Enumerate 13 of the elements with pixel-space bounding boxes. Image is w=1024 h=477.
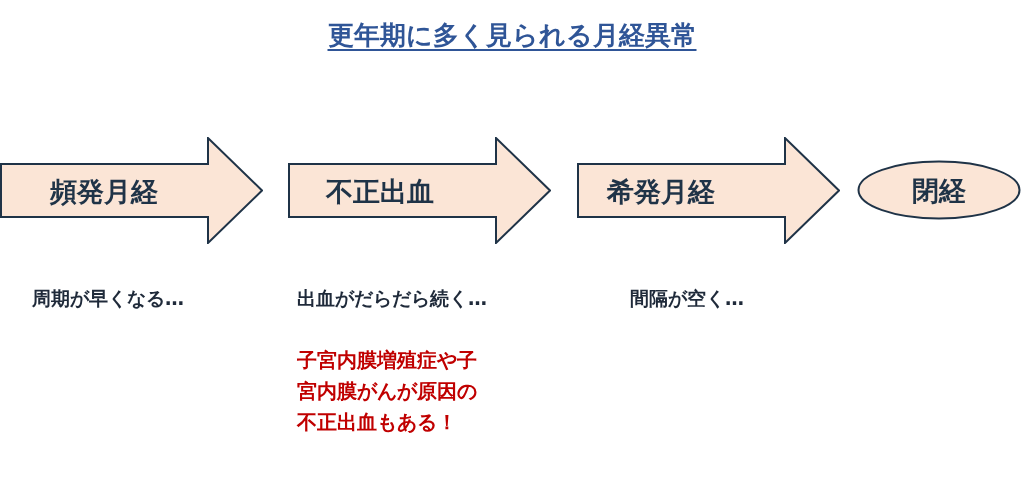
description-text: 間隔が空く… <box>630 286 744 311</box>
node-label: 閉経 <box>911 174 967 208</box>
node-label: 不正出血 <box>326 174 434 209</box>
diagram-title: 更年期に多く見られる月経異常 <box>327 20 697 50</box>
process-step-shape <box>288 137 551 244</box>
process-step-shape <box>577 137 840 244</box>
node-label: 希発月経 <box>607 174 715 209</box>
process-step-shape <box>0 137 263 244</box>
ellipse-shape <box>857 160 1021 220</box>
description-text: 周期が早くなる… <box>32 286 184 311</box>
warning-note: 子宮内膜増殖症や子宮内膜がんが原因の不正出血もある！ <box>297 347 478 436</box>
node-label: 頻発月経 <box>50 174 158 209</box>
description-text: 出血がだらだら続く… <box>297 286 487 311</box>
